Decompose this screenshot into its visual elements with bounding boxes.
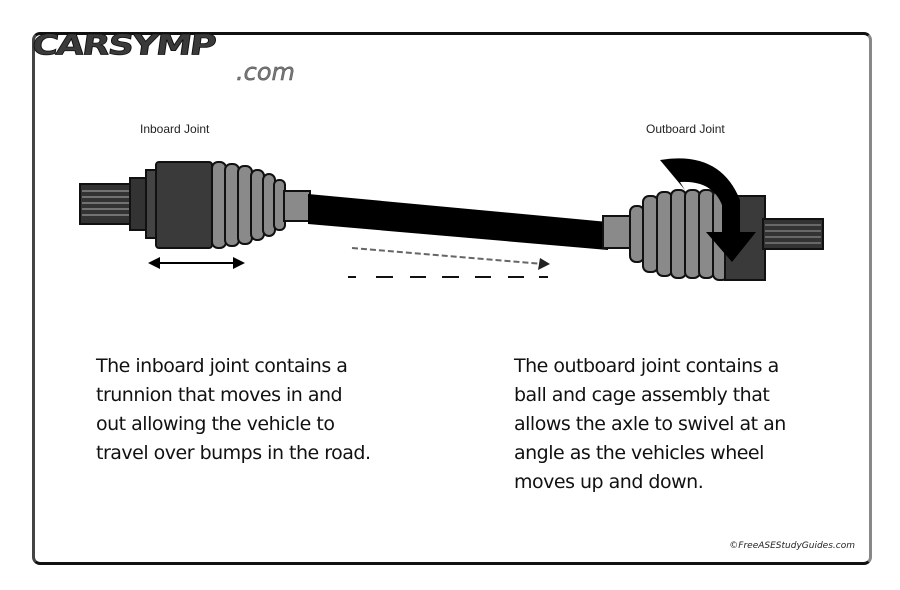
outboard-collar <box>602 215 634 249</box>
copyright-credit: ©FreeASEStudyGuides.com <box>729 541 855 551</box>
inboard-boot <box>211 161 286 249</box>
outboard-description: The outboard joint contains a ball and c… <box>514 355 786 493</box>
axle-shaft <box>308 194 608 250</box>
outboard-joint-label: Outboard Joint <box>646 122 725 136</box>
inboard-housing <box>155 161 213 249</box>
shaft-motion-arrow-icon <box>351 247 550 270</box>
diagram-frame <box>32 32 872 565</box>
carsymp-logo: CARSYMP .com <box>29 29 295 86</box>
inboard-description: The inboard joint contains a trunnion th… <box>96 355 371 464</box>
plunge-arrow-icon <box>148 257 245 269</box>
inboard-spline <box>79 183 133 225</box>
outboard-spline <box>762 218 824 250</box>
swivel-arrow-icon <box>660 158 756 262</box>
inboard-joint-label: Inboard Joint <box>140 122 210 136</box>
inboard-collar <box>283 190 311 222</box>
logo-domain: .com <box>236 58 295 87</box>
